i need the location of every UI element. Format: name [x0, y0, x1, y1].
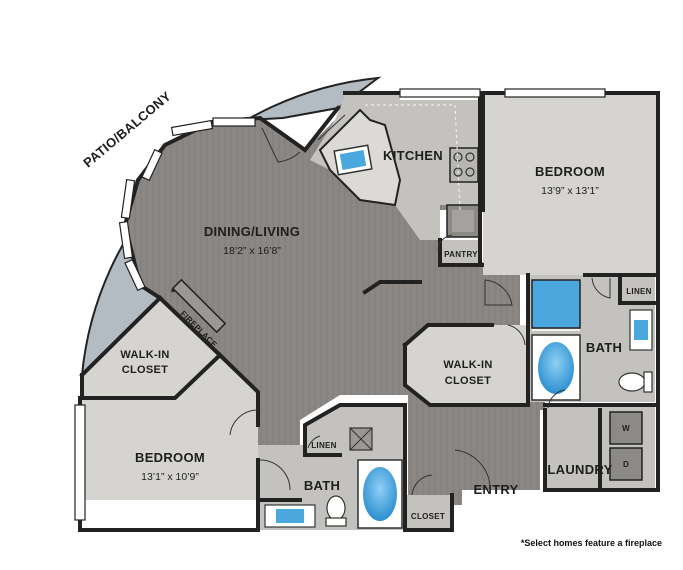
main-toilet — [618, 372, 646, 392]
fireplace-marker: * — [171, 287, 176, 299]
dining-living-dims: 18’2” x 16’8” — [223, 245, 281, 257]
main-bedroom-label: BEDROOM — [535, 164, 605, 179]
main-vanity-sink — [634, 320, 648, 340]
main-shower — [531, 279, 581, 329]
dining-living-label: DINING/LIVING — [204, 224, 300, 239]
main-toilet-tank — [643, 371, 653, 393]
second-bedroom-label: BEDROOM — [135, 450, 205, 465]
linen-upper-label: LINEN — [626, 287, 652, 296]
washer — [609, 411, 643, 445]
main-walkin-closet-floor — [405, 325, 528, 405]
fireplace-box — [171, 278, 227, 334]
second-walkin-closet-label-2: CLOSET — [122, 364, 168, 376]
linen-lower-area — [308, 436, 340, 454]
main-bath-label: BATH — [586, 340, 622, 355]
dryer — [609, 447, 643, 481]
entry-closet-label: CLOSET — [411, 512, 445, 521]
windows — [74, 88, 606, 521]
fireplace-footnote: *Select homes feature a fireplace — [521, 538, 662, 548]
second-bath-label: BATH — [304, 478, 340, 493]
linen-lower-label: LINEN — [311, 441, 337, 450]
dryer-label: D — [623, 460, 629, 469]
kitchen-sink-basin — [339, 150, 367, 170]
main-bedroom-floor — [483, 95, 658, 275]
main-walkin-closet-label-2: CLOSET — [445, 375, 491, 387]
entry-closet-floor — [405, 495, 452, 528]
second-bedroom-dims: 13’1” x 10’9” — [141, 471, 199, 483]
stove-burner-icon — [465, 152, 475, 162]
entry-label: ENTRY — [473, 482, 518, 497]
doors — [229, 114, 611, 496]
main-walkin-closet-label-1: WALK-IN — [443, 359, 492, 371]
second-walkin-closet-label-1: WALK-IN — [120, 349, 169, 361]
kitchen-label: KITCHEN — [383, 148, 443, 163]
pantry-label: PANTRY — [444, 250, 478, 259]
stove-burner-icon — [465, 167, 475, 177]
laundry-label: LAUNDRY — [547, 462, 612, 477]
stove-burner-icon — [453, 167, 463, 177]
second-toilet — [326, 495, 346, 521]
linen-upper-area — [622, 275, 655, 303]
main-bedroom-dims: 13’9” x 13’1” — [541, 185, 599, 197]
shower-drain-x — [349, 427, 373, 451]
main-tub-basin — [538, 342, 574, 394]
stove — [449, 147, 479, 183]
pantry-area — [440, 240, 482, 265]
refrigerator-door — [452, 210, 474, 232]
second-vanity-sink — [276, 509, 304, 523]
second-bedroom-floor — [80, 355, 258, 500]
second-tub-basin — [363, 467, 397, 521]
kitchen-counter-dash — [365, 104, 461, 211]
second-toilet-tank — [325, 517, 347, 527]
washer-label: W — [622, 424, 630, 433]
